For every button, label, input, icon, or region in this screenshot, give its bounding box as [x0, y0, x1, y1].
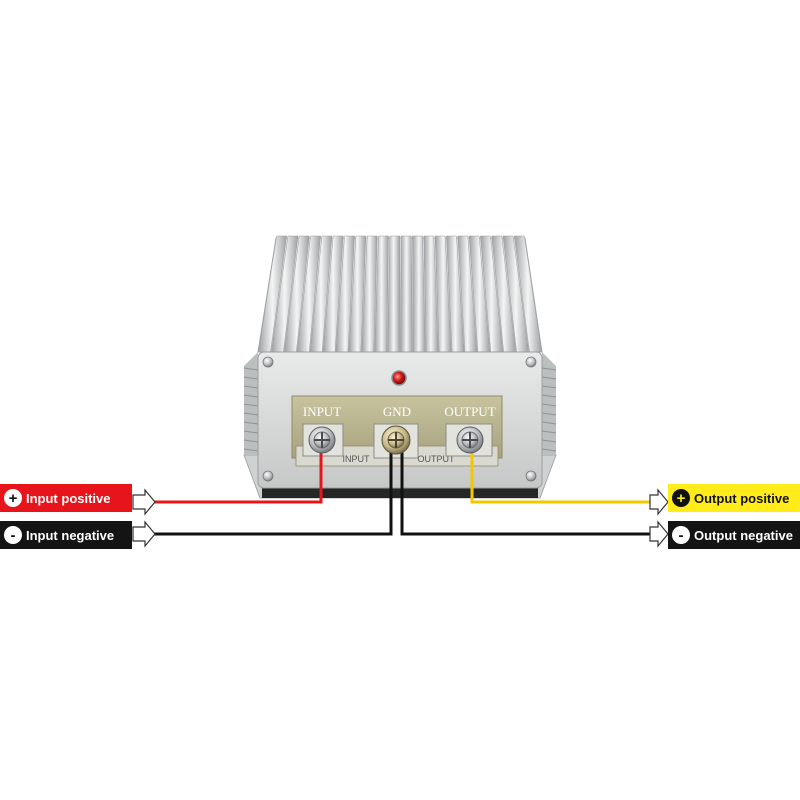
- side-fin-line: [541, 430, 557, 434]
- side-fin-line: [243, 403, 259, 407]
- side-fin-line: [541, 403, 557, 407]
- minus-icon: -: [672, 526, 690, 544]
- side-fin-line: [243, 430, 259, 434]
- base-shadow: [262, 486, 538, 498]
- output-negative-label: Output negative: [694, 527, 793, 543]
- heatsink-fin: [387, 235, 401, 353]
- output-positive-callout: + Output positive: [668, 484, 800, 512]
- side-fins-left: [244, 352, 258, 455]
- input-negative-arrow-icon: [132, 520, 156, 548]
- plus-icon: +: [672, 489, 690, 507]
- lower-label-input: INPUT: [343, 454, 371, 464]
- lower-label-output: OUTPUT: [418, 454, 456, 464]
- side-fin-line: [541, 376, 557, 380]
- side-fins-right: [542, 352, 556, 455]
- panel-label-input: INPUT: [303, 404, 341, 419]
- side-fin-line: [243, 448, 259, 452]
- side-fin-line: [541, 448, 557, 452]
- input-terminal-screw-icon: [308, 426, 336, 454]
- panel-label-output: OUTPUT: [444, 404, 495, 419]
- side-fin-line: [541, 439, 557, 443]
- output-negative-callout: - Output negative: [668, 521, 800, 549]
- side-fin-line: [541, 367, 557, 371]
- input-positive-wire: [148, 450, 323, 504]
- heatsink-fin: [400, 235, 413, 353]
- input-positive-label: Input positive: [26, 490, 111, 506]
- output-positive-arrow-icon: [649, 488, 669, 516]
- side-fin-lines: [243, 367, 557, 452]
- input-negative-callout: - Input negative: [0, 521, 132, 549]
- plus-icon: +: [4, 489, 22, 507]
- side-fin-line: [243, 394, 259, 398]
- side-fin-line: [243, 439, 259, 443]
- output-negative-wire: [400, 452, 654, 536]
- led-indicator-icon: [391, 370, 407, 386]
- input-negative-wire: [148, 452, 393, 536]
- side-fin-line: [243, 376, 259, 380]
- input-positive-arrow-icon: [132, 488, 156, 516]
- corner-screw-icon: [262, 356, 274, 368]
- heatsink-fin: [514, 235, 542, 353]
- gnd-terminal-screw-icon: [381, 425, 411, 455]
- corner-screw-icon: [525, 356, 537, 368]
- side-fin-line: [541, 412, 557, 416]
- corner-screw-icon: [525, 470, 537, 482]
- output-terminal-screw-icon: [456, 426, 484, 454]
- output-positive-wire: [470, 450, 654, 504]
- side-fin-line: [541, 394, 557, 398]
- input-positive-callout: + Input positive: [0, 484, 132, 512]
- output-negative-arrow-icon: [649, 520, 669, 548]
- minus-icon: -: [4, 526, 22, 544]
- panel-label-gnd: GND: [383, 404, 411, 419]
- output-positive-label: Output positive: [694, 490, 790, 506]
- side-fin-line: [243, 421, 259, 425]
- side-fin-line: [541, 385, 557, 389]
- corner-screw-icon: [262, 470, 274, 482]
- side-fin-line: [541, 421, 557, 425]
- side-fin-line: [243, 367, 259, 371]
- side-fin-line: [243, 412, 259, 416]
- side-fin-line: [243, 385, 259, 389]
- input-negative-label: Input negative: [26, 527, 115, 543]
